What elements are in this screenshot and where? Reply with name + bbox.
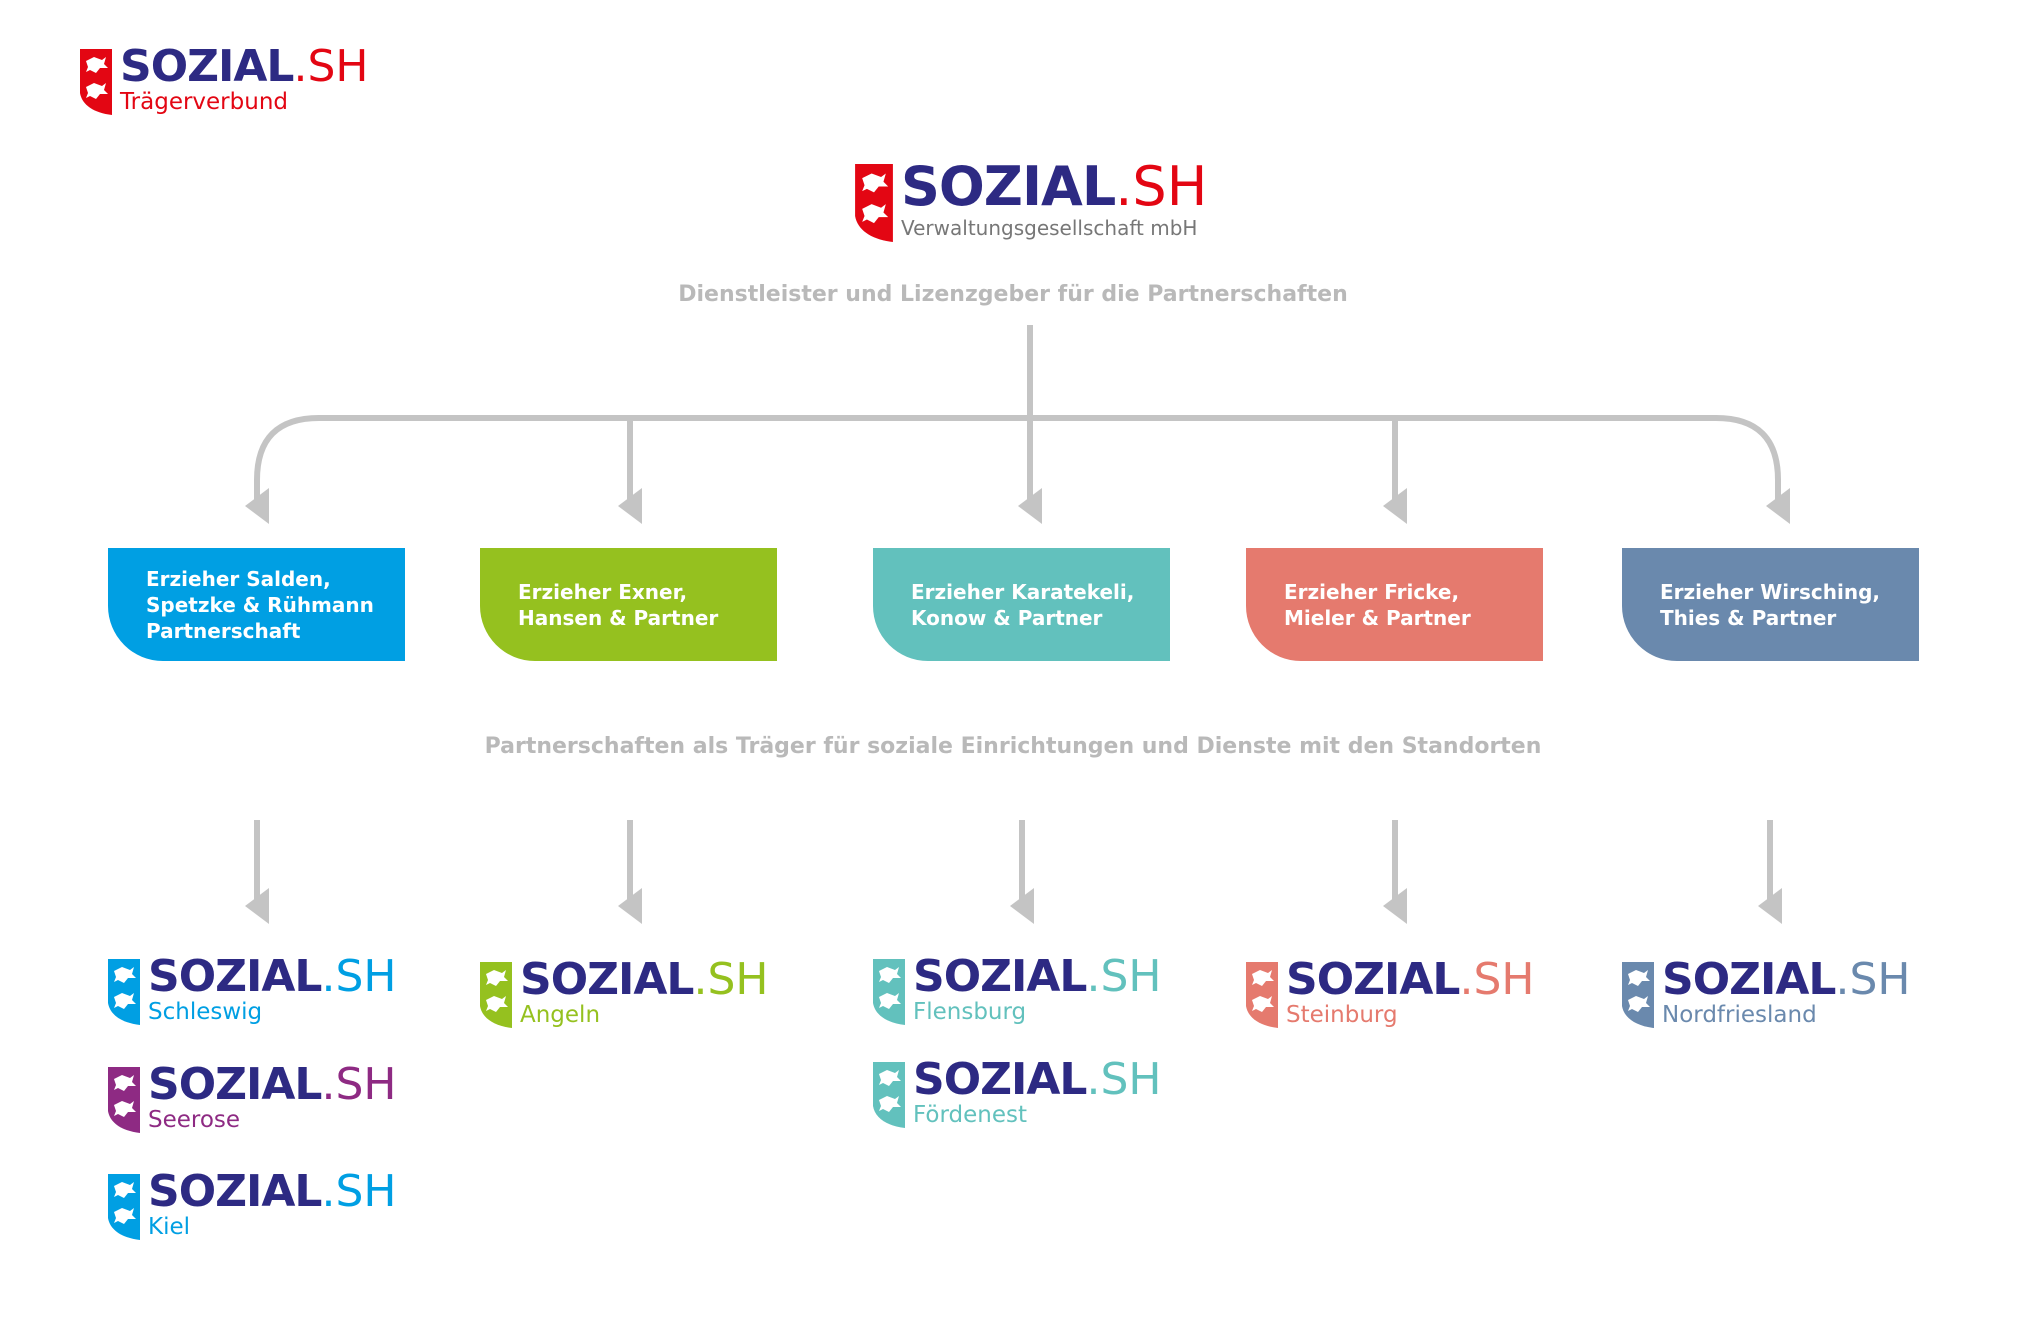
brand-name: SOZIAL [1286,954,1460,1005]
brand-name: SOZIAL [901,155,1116,218]
logo-subtitle: Trägerverbund [120,89,288,115]
brand-suffix: .SH [1086,951,1162,1002]
brand-suffix: .SH [1459,954,1535,1005]
shield-icon [855,164,893,242]
brand-name: SOZIAL [148,1059,322,1110]
partnership-name: Erzieher Fricke, Mieler & Partner [1284,579,1471,630]
brand-name: SOZIAL [520,954,694,1005]
location-name: Seerose [148,1107,241,1133]
brand-suffix: .SH [1835,954,1911,1005]
location-name: Nordfriesland [1662,1002,1817,1028]
location-name: Flensburg [913,999,1027,1025]
location-name: Schleswig [148,999,263,1025]
partnership-box: Erzieher Fricke, Mieler & Partner [1246,548,1543,661]
partnership-box: Erzieher Salden, Spetzke & Rühmann Partn… [108,548,405,661]
brand-name: SOZIAL [148,951,322,1002]
brand-name: SOZIAL [120,41,294,92]
partnership-name: Erzieher Salden, Spetzke & Rühmann Partn… [146,566,374,643]
brand-suffix: .SH [1115,155,1208,218]
brand-name: SOZIAL [1662,954,1836,1005]
partnership-name: Erzieher Karatekeli, Konow & Partner [911,579,1135,630]
brand-suffix: .SH [293,41,369,92]
partnership-box: Erzieher Karatekeli, Konow & Partner [873,548,1170,661]
partnerships-caption: Partnerschaften als Träger für soziale E… [484,734,1542,759]
shield-icon [873,959,905,1025]
shield-icon [108,959,140,1025]
brand-suffix: .SH [693,954,769,1005]
traegerverbund-logo: SOZIAL.SH Trägerverbund [80,45,368,115]
shield-icon [1246,962,1278,1028]
shield-icon [1622,962,1654,1028]
shield-icon [873,1062,905,1128]
location-name: Fördenest [913,1102,1028,1128]
shield-icon [80,49,112,115]
logo-subtitle: Verwaltungsgesellschaft mbH [901,216,1198,240]
brand-suffix: .SH [321,951,397,1002]
location-name: Steinburg [1286,1002,1398,1028]
location-name: Angeln [520,1002,601,1028]
partnership-box: Erzieher Wirsching, Thies & Partner [1622,548,1919,661]
brand-name: SOZIAL [913,1054,1087,1105]
brand-name: SOZIAL [913,951,1087,1002]
branch-line [254,415,1781,506]
brand-name: SOZIAL [148,1166,322,1217]
brand-suffix: .SH [321,1166,397,1217]
brand-suffix: .SH [1086,1054,1162,1105]
partnership-name: Erzieher Exner, Hansen & Partner [518,579,719,630]
service-caption: Dienstleister und Lizenzgeber für die Pa… [678,282,1348,307]
shield-icon [480,962,512,1028]
shield-icon [108,1067,140,1133]
location-name: Kiel [148,1214,191,1240]
partnership-name: Erzieher Wirsching, Thies & Partner [1660,579,1880,630]
partnership-box: Erzieher Exner, Hansen & Partner [480,548,777,661]
shield-icon [108,1174,140,1240]
brand-suffix: .SH [321,1059,397,1110]
verwaltungsgesellschaft-logo: SOZIAL.SH Verwaltungsgesellschaft mbH [855,160,1207,242]
